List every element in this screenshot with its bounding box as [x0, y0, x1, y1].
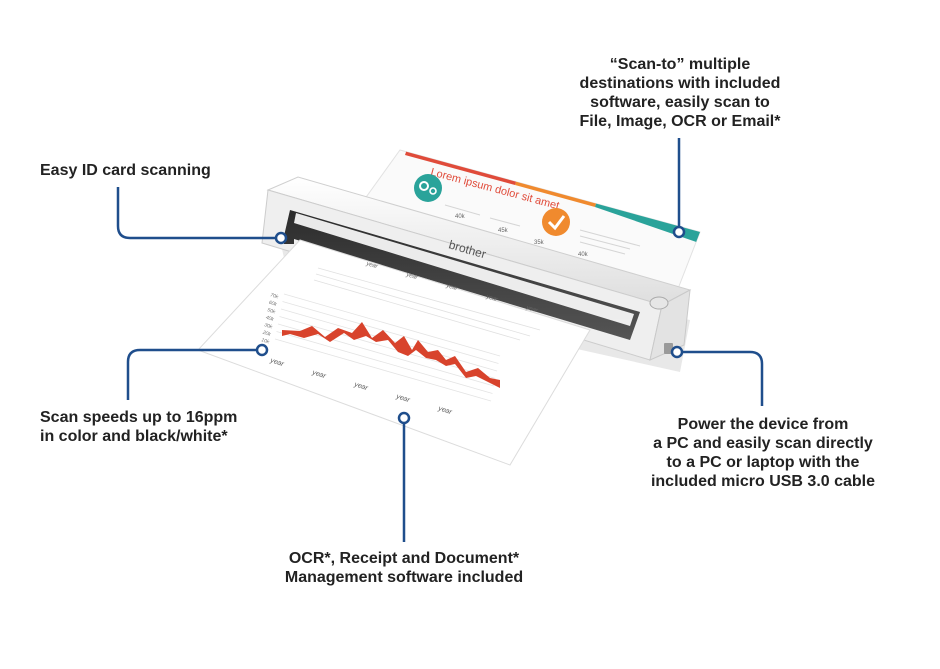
callout-dot-power — [670, 345, 684, 359]
gears-icon — [414, 174, 442, 202]
scanner-end-cap — [649, 289, 691, 361]
callout-line-power — [680, 350, 764, 406]
callout-power-line-2: a PC and easily scan directly — [653, 435, 873, 452]
callout-software-line-2: Management software included — [284, 569, 524, 586]
callout-power-line-4: included micro USB 3.0 cable — [650, 473, 876, 490]
chart-gridline — [274, 338, 492, 402]
y-tick-label: 40k — [265, 315, 275, 323]
callout-dot-speed — [255, 343, 269, 357]
y-tick-label: 60k — [268, 300, 278, 308]
callout-scan-to-line-1: “Scan-to” multiple — [609, 56, 751, 73]
top-tick-label: year — [364, 261, 379, 271]
back-stat-3: 35k — [534, 240, 545, 246]
back-stat-1: 40k — [455, 214, 466, 220]
y-tick-label: 10k — [260, 337, 270, 345]
top-tick-label: year — [484, 294, 499, 304]
back-stat-4: 40k — [578, 252, 589, 258]
x-tick-label: year — [310, 369, 327, 380]
callout-dot-software — [397, 411, 411, 425]
callout-power: Power the device from a PC and easily sc… — [628, 415, 898, 491]
x-tick-label: year — [394, 393, 411, 404]
chart-gridline — [276, 331, 493, 394]
checkmark-icon — [542, 208, 570, 236]
chart-x-ticks: year year year year year — [268, 357, 453, 416]
y-tick-label: 20k — [261, 329, 272, 338]
callout-line-speed — [126, 348, 260, 400]
callout-speed-line-1: Scan speeds up to 16ppm — [40, 409, 238, 426]
x-tick-label: year — [436, 405, 453, 416]
callout-dot-id-card — [274, 231, 288, 245]
back-stat-2: 45k — [498, 228, 509, 234]
x-tick-label: year — [352, 381, 369, 392]
callout-speed: Scan speeds up to 16ppm in color and bla… — [40, 408, 237, 446]
y-tick-label: 30k — [263, 322, 273, 330]
callout-scan-to-line-2: destinations with included — [579, 75, 781, 92]
x-tick-label: year — [268, 357, 285, 368]
id-card-slot — [284, 234, 294, 244]
chart-gridline — [283, 293, 501, 357]
usb-port — [664, 343, 673, 354]
callout-dot-scan-to — [672, 225, 686, 239]
callout-software: OCR*, Receipt and Document* Management s… — [264, 549, 544, 587]
callout-id-card-line-1: Easy ID card scanning — [40, 162, 211, 179]
power-button[interactable] — [649, 296, 669, 310]
top-tick-label: year — [524, 305, 539, 315]
callout-dots — [255, 225, 686, 425]
callout-software-line-1: OCR*, Receipt and Document* — [288, 550, 520, 567]
y-tick-label: 50k — [266, 307, 276, 315]
top-tick-label: year — [444, 283, 459, 293]
y-tick-label: 70k — [269, 292, 279, 300]
callout-scan-to: “Scan-to” multiple destinations with inc… — [550, 55, 810, 131]
callout-power-line-3: to a PC or laptop with the — [666, 454, 860, 471]
top-axis-ticks: year year year year year — [364, 261, 539, 315]
top-tick-label: year — [404, 272, 419, 282]
scanner-window — [294, 213, 634, 326]
callout-line-id-card — [116, 187, 280, 240]
callout-power-line-1: Power the device from — [677, 416, 849, 433]
callout-speed-line-2: in color and black/white* — [40, 428, 228, 445]
chart-gridline — [282, 301, 499, 364]
callout-scan-to-line-4: File, Image, OCR or Email* — [579, 113, 781, 130]
callout-lines — [116, 138, 764, 542]
callout-scan-to-line-3: software, easily scan to — [590, 94, 770, 111]
callout-id-card: Easy ID card scanning — [40, 161, 211, 180]
